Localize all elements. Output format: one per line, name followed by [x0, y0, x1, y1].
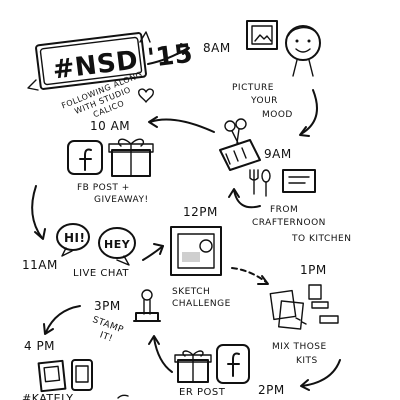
facebook-icon [216, 344, 250, 384]
event-11am: HI! HEY 11AM LIVE CHAT [22, 223, 136, 279]
caption-line: ER POST [179, 387, 226, 398]
caption-line: TO KITCHEN [291, 234, 351, 244]
event-9am: 9AM FROM CRAFTERNOON TO KITCHEN [219, 118, 351, 244]
caption-line: YOUR [250, 96, 278, 106]
time-label-1pm: 1PM [300, 263, 327, 277]
framed-photo-icon [246, 20, 278, 50]
speech-bubble-hey-icon: HEY [98, 227, 136, 266]
caption-line: GIVEAWAY! [94, 195, 149, 205]
arrow-12pm-to-1pm [231, 267, 269, 285]
time-label-3pm: 3PM [94, 299, 121, 313]
sketch-frame-icon [170, 226, 222, 276]
bubble-text: HEY [104, 238, 131, 251]
flow-arrows [31, 43, 341, 399]
caption-line: CRAFTERNOON [252, 218, 326, 228]
arrow-9am-to-10am [148, 116, 215, 133]
event-1pm: 1PM MIX THOSE KITS [269, 263, 339, 366]
time-label-9am: 9AM [264, 147, 292, 161]
time-label-12pm: 12PM [183, 205, 218, 219]
caption-line: MOOD [262, 110, 293, 120]
arrow-11am-to-12pm [142, 243, 164, 261]
time-label-8am: 8AM [203, 41, 231, 55]
facebook-icon [67, 140, 103, 175]
caption-line: #KATELY [22, 392, 73, 400]
kitchen-utensils-icon [249, 169, 316, 197]
arrow-title-to-8am [147, 43, 190, 65]
caption-line: FB POST + [77, 183, 130, 193]
smiling-face-icon [285, 25, 321, 77]
event-2pm: ER POST 2PM [174, 344, 285, 398]
arrow-1pm-to-2pm [300, 359, 341, 391]
caption-line: FROM [270, 205, 298, 215]
arrow-8am-to-9am [299, 89, 318, 137]
arrow-9am-loop [228, 188, 261, 209]
arrow-4pm-exit [117, 394, 129, 399]
event-3pm: 3PM STAMP IT! [91, 289, 161, 344]
caption-line: PICTURE [232, 83, 274, 93]
time-label-4pm: 4 PM [24, 339, 55, 353]
arrow-2pm-to-3pm [148, 335, 173, 373]
caption-line: KITS [296, 356, 318, 366]
speech-bubble-hi-icon: HI! [56, 223, 90, 257]
gift-icon [174, 350, 212, 383]
arrow-10am-to-11am [31, 185, 46, 240]
caption-line: IT! [98, 330, 114, 344]
time-label-10am: 10 AM [90, 119, 130, 133]
arrow-3pm-to-4pm [43, 305, 81, 335]
gift-icon [108, 138, 154, 177]
caption-line: SKETCH [172, 287, 210, 297]
time-label-2pm: 2PM [258, 383, 285, 397]
event-8am: 8AM PICTURE YOUR MOOD [203, 20, 321, 120]
photo-prints-icon [37, 359, 93, 393]
rubber-stamp-icon [133, 289, 161, 322]
craft-supplies-icon [219, 118, 261, 171]
event-12pm: 12PM SKETCH CHALLENGE [170, 205, 231, 309]
time-label-11am: 11AM [22, 258, 58, 272]
event-10am: 10 AM FB POST + GIVEAWAY! [67, 119, 154, 205]
caption-line: MIX THOSE [272, 342, 327, 352]
caption-line: LIVE CHAT [73, 268, 129, 279]
event-4pm: 4 PM #KATELY [22, 339, 93, 400]
craft-kits-icon [269, 284, 339, 330]
heart-icon [137, 88, 155, 103]
bubble-text: HI! [64, 231, 85, 245]
caption-line: CHALLENGE [172, 299, 231, 309]
